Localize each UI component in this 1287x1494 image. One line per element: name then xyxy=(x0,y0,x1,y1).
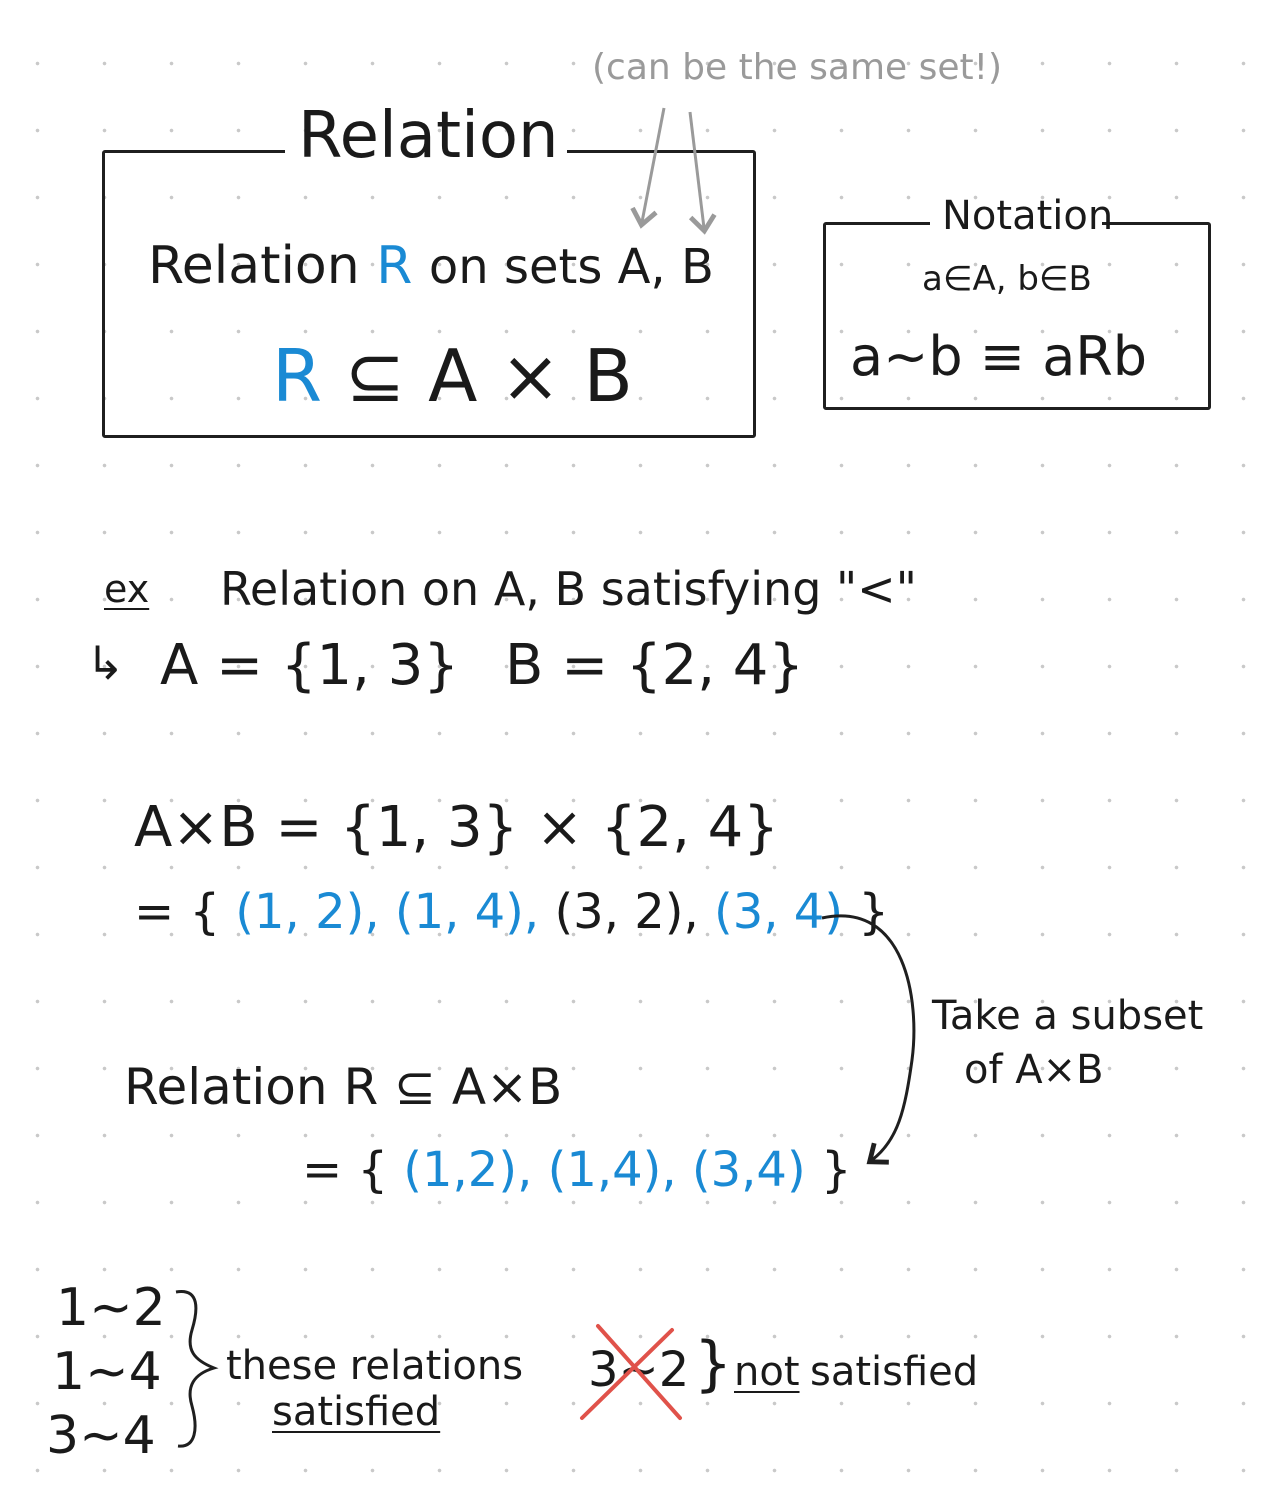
same-set-note: (can be the same set!) xyxy=(592,47,1003,88)
pair-1-4: (1, 4), xyxy=(394,884,540,940)
notation-title-gap xyxy=(930,212,1102,234)
satisfied-item: 3∼4 xyxy=(46,1406,156,1466)
relation-title-gap xyxy=(285,140,567,162)
pair-3-4: (3, 4) xyxy=(714,884,844,940)
formula-symbol-r: R xyxy=(272,334,323,418)
cross-out-icon xyxy=(580,1324,682,1420)
hook-arrow-icon: ↳ xyxy=(86,636,125,690)
relation-subset-line: Relation R ⊆ A×B xyxy=(124,1058,563,1116)
pairs-open: = { xyxy=(134,884,221,940)
pair-3-2: (3, 2), xyxy=(554,884,699,940)
satisfied-note-line-1: these relations xyxy=(226,1343,524,1389)
subset-note-line-2: of A×B xyxy=(964,1047,1104,1093)
cartesian-product-pairs: = { (1, 2), (1, 4), (3, 2), (3, 4) } xyxy=(134,888,889,936)
relation-word: Relation xyxy=(148,236,360,296)
subset-pair-3-4: (3,4) xyxy=(691,1142,806,1198)
cartesian-product-line: A×B = {1, 3} × {2, 4} xyxy=(134,795,779,860)
example-label: ex xyxy=(104,567,150,611)
satisfied-brace xyxy=(175,1290,219,1448)
pairs-close: } xyxy=(858,884,889,940)
notation-title: Notation xyxy=(942,193,1114,239)
satisfied-item: 1∼2 xyxy=(56,1278,166,1338)
relation-symbol-r: R xyxy=(376,236,413,296)
not-satisfied-rest: satisfied xyxy=(810,1349,979,1395)
subset-pair-1-2: (1,2), xyxy=(403,1142,533,1198)
set-a: A = {1, 3} xyxy=(160,633,459,698)
right-brace-icon: } xyxy=(694,1329,733,1399)
subset-note-line-1: Take a subset xyxy=(932,993,1204,1039)
relation-on-sets: on sets A, B xyxy=(428,239,714,295)
notation-equivalence: a∼b ≡ aRb xyxy=(850,325,1148,388)
relation-definition-line: Relation R on sets A, B xyxy=(148,240,714,292)
satisfied-item: 1∼4 xyxy=(52,1342,162,1402)
relation-title: Relation xyxy=(298,99,559,173)
satisfied-note-line-2: satisfied xyxy=(272,1389,441,1435)
pair-1-2: (1, 2), xyxy=(235,884,380,940)
subset-close: } xyxy=(820,1142,852,1198)
not-label: not xyxy=(734,1349,800,1395)
same-set-arrow-a xyxy=(630,107,666,229)
set-b: B = {2, 4} xyxy=(505,633,805,698)
relation-subset-formula: R ⊆ A × B xyxy=(272,340,633,412)
example-heading: Relation on A, B satisfying "<" xyxy=(220,562,917,616)
relation-subset-pairs: = { (1,2), (1,4), (3,4) } xyxy=(302,1146,852,1194)
subset-open: = { xyxy=(302,1142,389,1198)
subset-pair-1-4: (1,4), xyxy=(547,1142,677,1198)
subset-curve-arrow xyxy=(821,914,916,1165)
notation-membership: a∈A, b∈B xyxy=(922,259,1092,299)
same-set-arrow-b xyxy=(688,111,717,235)
formula-subset-rest: ⊆ A × B xyxy=(344,334,633,418)
